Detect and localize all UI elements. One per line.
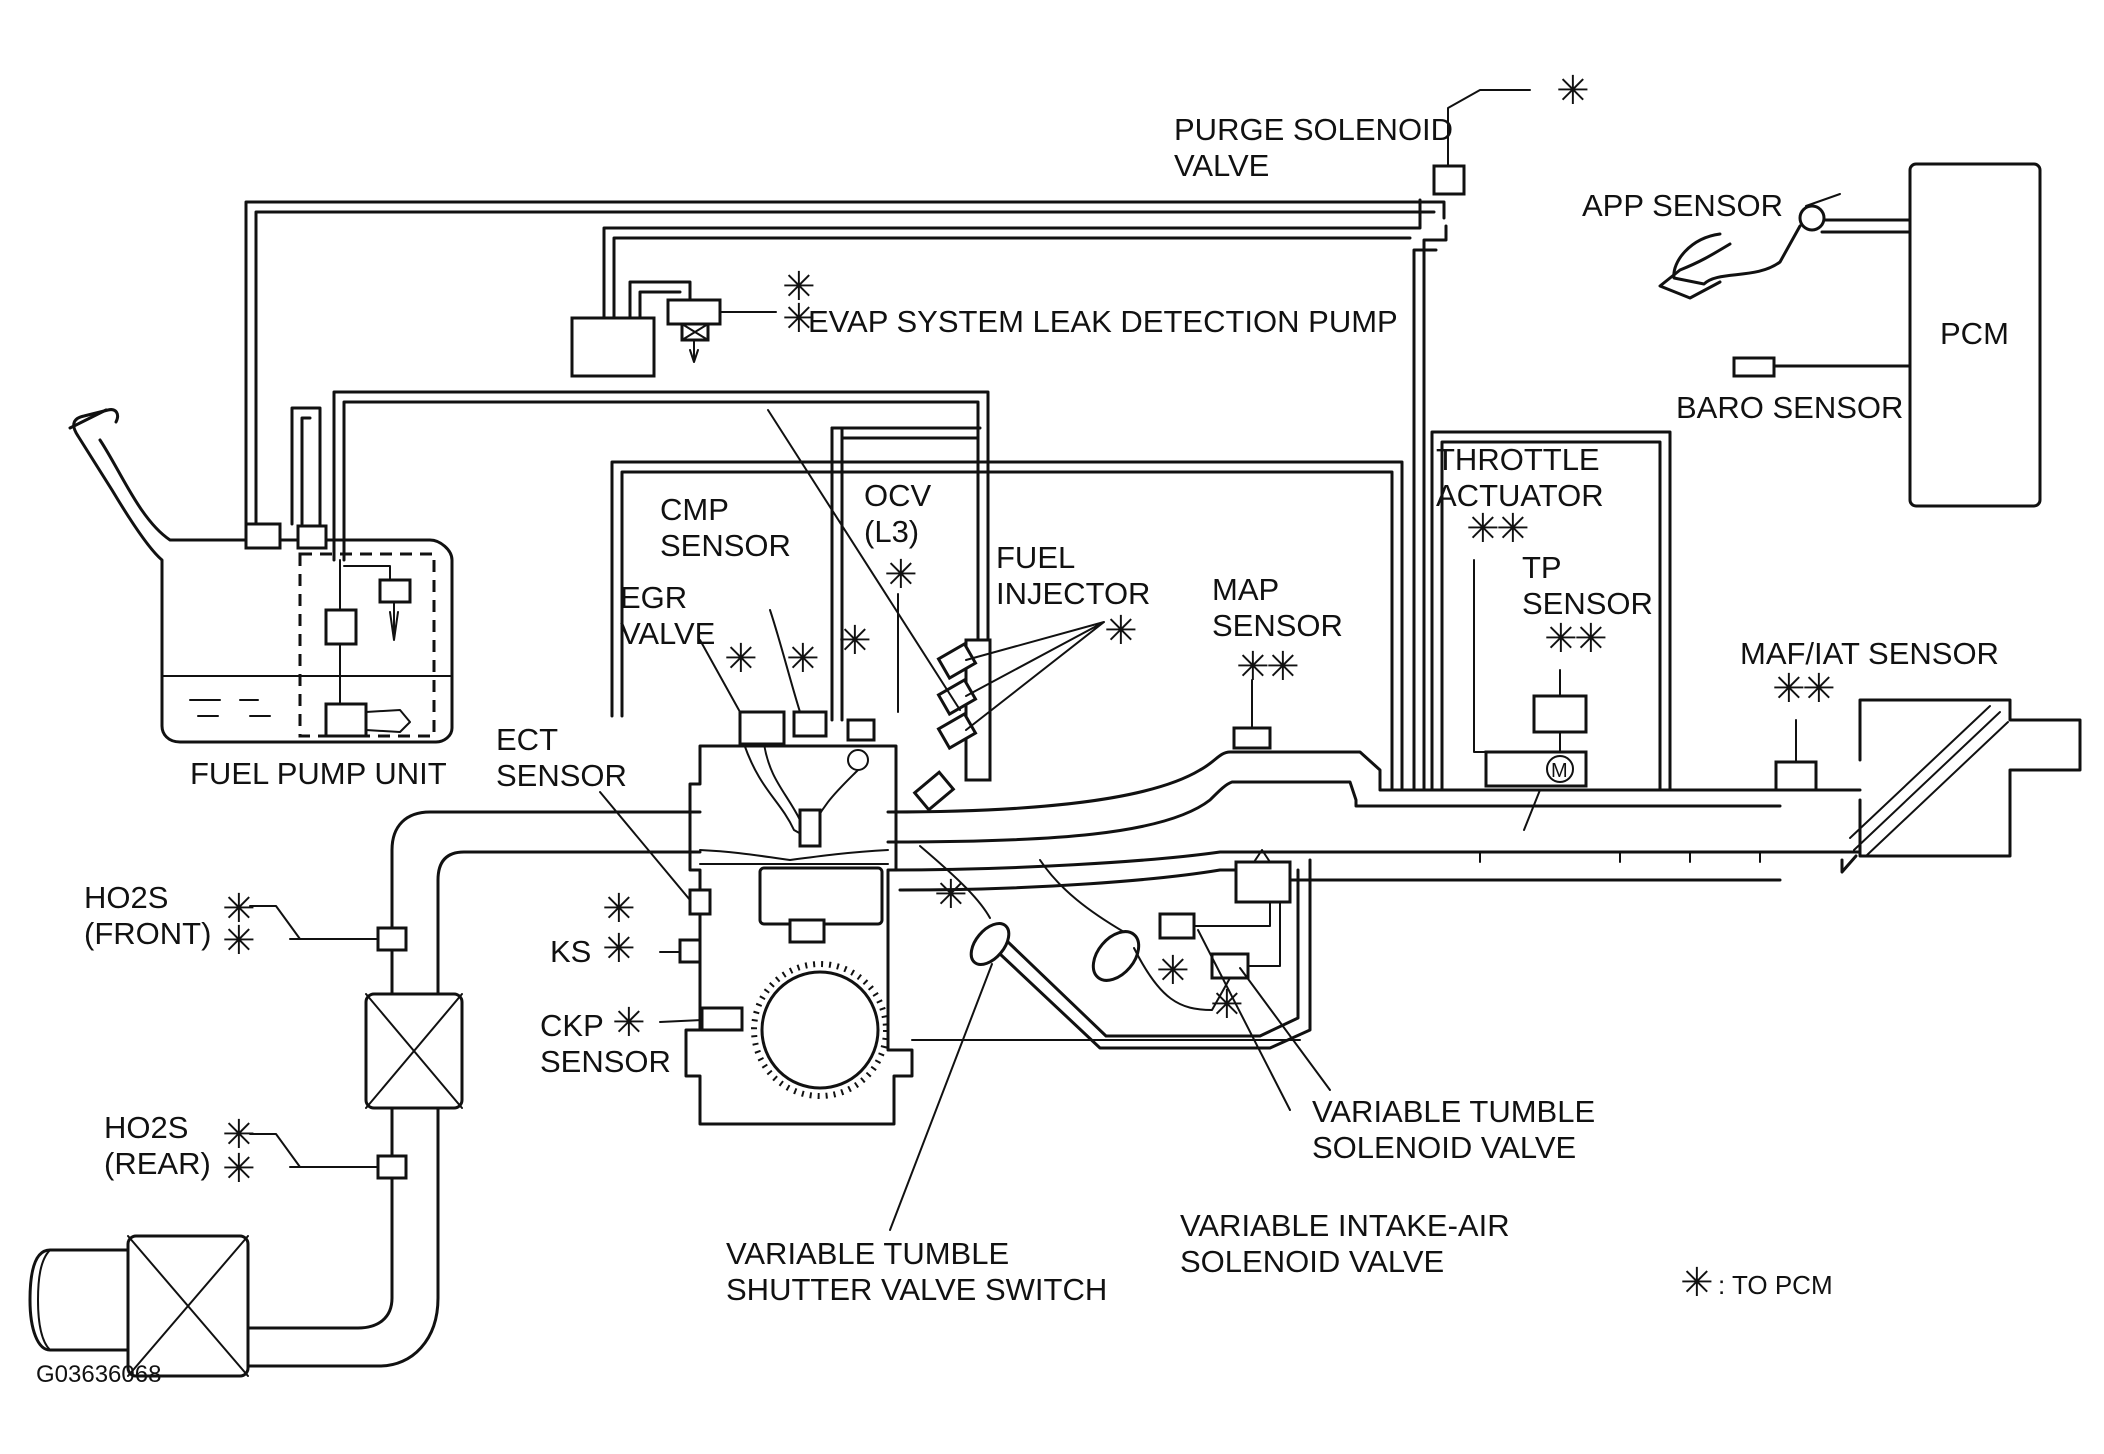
- charcoal-canister-and-evap-pump: [570, 298, 777, 378]
- label-purge-solenoid-valve: PURGE SOLENOID: [1174, 112, 1453, 147]
- label-vt-solenoid: VARIABLE TUMBLE: [1312, 1094, 1595, 1129]
- asterisk-purge: ✳: [1556, 69, 1590, 113]
- asterisk-ks: ✳: [602, 927, 636, 971]
- fuel-tank: [68, 408, 454, 744]
- label-via-solenoid-line2: SOLENOID VALVE: [1180, 1244, 1444, 1279]
- label-map-sensor: MAP: [1212, 572, 1279, 607]
- label-ocv: OCV: [864, 478, 932, 513]
- asterisk-evap-1: ✳: [782, 265, 816, 309]
- asterisk-via: ✳: [1156, 949, 1190, 993]
- label-via-solenoid: VARIABLE INTAKE-AIR: [1180, 1208, 1510, 1243]
- asterisk-evap-2: ✳: [782, 297, 816, 341]
- legend-to-pcm: : TO PCM: [1718, 1270, 1833, 1300]
- label-ho2s-front-line2: (FRONT): [84, 916, 211, 951]
- label-fuel-pump-unit: FUEL PUMP UNIT: [190, 756, 447, 791]
- throttle-body: [1232, 694, 1818, 831]
- label-tp-sensor: TP: [1522, 550, 1562, 585]
- label-app-sensor: APP SENSOR: [1582, 188, 1783, 223]
- label-pcm: PCM: [1940, 316, 2009, 351]
- asterisk-maf-1: ✳: [1772, 667, 1806, 711]
- label-throttle-actuator: THROTTLE: [1436, 442, 1600, 477]
- variable-tumble-system: [911, 845, 1312, 1050]
- label-cmp-sensor-line2: SENSOR: [660, 528, 791, 563]
- vacuum-hoses: [244, 198, 1912, 792]
- leader-lines: [249, 193, 1841, 1231]
- asterisk-throttle-2: ✳: [1496, 507, 1530, 551]
- label-ect-sensor-line2: SENSOR: [496, 758, 627, 793]
- label-evap-pump: EVAP SYSTEM LEAK DETECTION PUMP: [808, 304, 1398, 339]
- fuel-injectors: [912, 638, 992, 812]
- label-ho2s-rear-line2: (REAR): [104, 1146, 211, 1181]
- asterisk-injector: ✳: [1104, 609, 1138, 653]
- exhaust-system: [28, 810, 702, 1378]
- label-ocv-line2: (L3): [864, 514, 919, 549]
- label-ect-sensor: ECT: [496, 722, 558, 757]
- label-egr-valve: EGR: [620, 580, 687, 615]
- asterisk-ect: ✳: [602, 887, 636, 931]
- asterisk-tp-1: ✳: [1544, 617, 1578, 661]
- label-fuel-injector-line2: INJECTOR: [996, 576, 1150, 611]
- label-ks: KS: [550, 934, 591, 969]
- label-baro-sensor: BARO SENSOR: [1676, 390, 1903, 425]
- purge-solenoid-valve: [1432, 89, 1531, 196]
- label-purge-solenoid-valve-line2: VALVE: [1174, 148, 1269, 183]
- asterisk-map-2: ✳: [1266, 645, 1300, 689]
- label-fuel-injector: FUEL: [996, 540, 1075, 575]
- asterisk-egr: ✳: [724, 637, 758, 681]
- intake-manifold: [886, 698, 2082, 892]
- label-vt-shutter-switch: VARIABLE TUMBLE: [726, 1236, 1009, 1271]
- pcm-and-sensors: [1658, 162, 2042, 508]
- asterisk-cmp-2: ✳: [838, 619, 872, 663]
- label-cmp-sensor: CMP: [660, 492, 729, 527]
- label-vt-solenoid-line2: SOLENOID VALVE: [1312, 1130, 1576, 1165]
- asterisk-tp-2: ✳: [1574, 617, 1608, 661]
- asterisk-legend: ✳: [1680, 1261, 1714, 1305]
- asterisk-vts: ✳: [934, 873, 968, 917]
- asterisk-ckp: ✳: [612, 1001, 646, 1045]
- to-pcm-markers: ✳ ✳ ✳ ✳ ✳ ✳ ✳ ✳ ✳ ✳ ✳ ✳ ✳ ✳ ✳ ✳ ✳ ✳ ✳ ✳ …: [222, 69, 1836, 1305]
- label-vt-shutter-switch-line2: SHUTTER VALVE SWITCH: [726, 1272, 1107, 1307]
- asterisk-ho2s-rear-1: ✳: [222, 1113, 256, 1157]
- asterisk-cmp: ✳: [786, 637, 820, 681]
- engine: [678, 710, 914, 1126]
- labels: PURGE SOLENOID VALVE APP SENSOR PCM EVAP…: [36, 112, 2009, 1388]
- asterisk-ho2s-front-1: ✳: [222, 887, 256, 931]
- label-ckp-sensor-line2: SENSOR: [540, 1044, 671, 1079]
- asterisk-ho2s-rear-2: ✳: [222, 1147, 256, 1191]
- figure-code: G03636068: [36, 1361, 161, 1388]
- label-tp-sensor-line2: SENSOR: [1522, 586, 1653, 621]
- asterisk-ho2s-front-2: ✳: [222, 919, 256, 963]
- label-motor: M: [1551, 760, 1568, 782]
- label-ho2s-front: HO2S: [84, 880, 168, 915]
- label-maf-iat-sensor: MAF/IAT SENSOR: [1740, 636, 1999, 671]
- label-ckp-sensor: CKP: [540, 1008, 604, 1043]
- label-map-sensor-line2: SENSOR: [1212, 608, 1343, 643]
- asterisk-vt-solenoid: ✳: [1210, 983, 1244, 1027]
- label-ho2s-rear: HO2S: [104, 1110, 188, 1145]
- asterisk-ocv: ✳: [884, 553, 918, 597]
- asterisk-throttle-1: ✳: [1466, 507, 1500, 551]
- asterisk-maf-2: ✳: [1802, 667, 1836, 711]
- label-egr-valve-line2: VALVE: [620, 616, 715, 651]
- label-throttle-actuator-line2: ACTUATOR: [1436, 478, 1604, 513]
